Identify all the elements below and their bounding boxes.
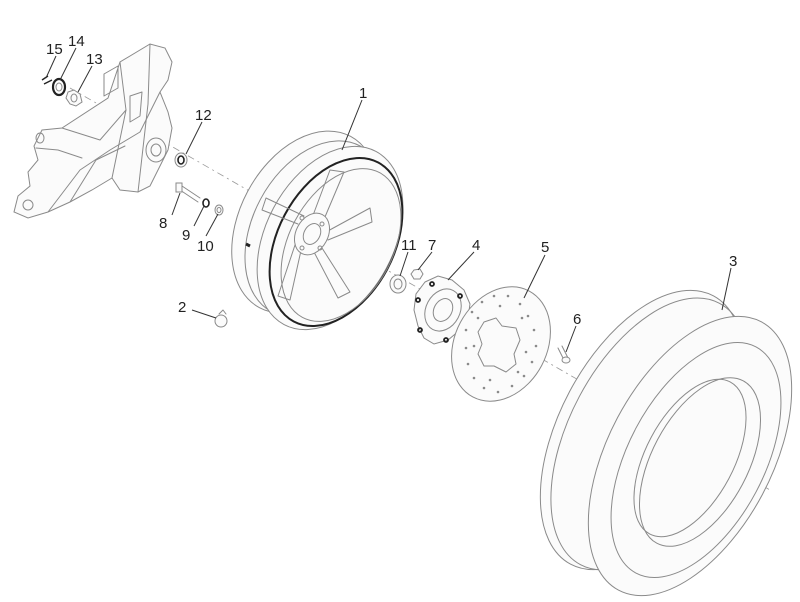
- bushing-part-12: [174, 152, 188, 168]
- bolt-part-8: [175, 182, 201, 203]
- callout-5: 5: [541, 239, 549, 256]
- tyre-part-3: [539, 289, 793, 597]
- clip-part-15: [41, 75, 53, 85]
- washer-part-9: [202, 198, 210, 208]
- brake-disc-part-5: [451, 286, 551, 402]
- washer-part-10: [214, 204, 224, 216]
- callout-14: 14: [68, 33, 85, 50]
- callout-1: 1: [359, 85, 367, 102]
- bolt-part-6: [557, 345, 571, 364]
- callout-2: 2: [178, 299, 186, 316]
- nut-part-7: [410, 268, 424, 280]
- swing-arm-bracket: [13, 43, 173, 219]
- leader-lines: [45, 47, 732, 353]
- callout-11: 11: [401, 237, 417, 254]
- callout-13: 13: [86, 51, 103, 68]
- callout-10: 10: [197, 238, 214, 255]
- wheel-rim-part-1: [231, 130, 404, 331]
- nut-part-13: [65, 89, 83, 107]
- valve-part-2: [214, 309, 228, 328]
- disc-holes: [464, 294, 538, 394]
- callout-8: 8: [159, 215, 167, 232]
- callout-15: 15: [46, 41, 63, 58]
- callout-6: 6: [573, 311, 581, 328]
- bearing-part-14: [51, 77, 67, 97]
- callout-4: 4: [472, 237, 480, 254]
- callout-labels: 1 2 3 4 5 6 7 8 9 10 11 12 13 14 15: [46, 33, 737, 328]
- callout-9: 9: [182, 227, 190, 244]
- callout-3: 3: [729, 253, 737, 270]
- callout-7: 7: [428, 237, 436, 254]
- spacer-part-11: [389, 274, 407, 294]
- callout-12: 12: [195, 107, 212, 124]
